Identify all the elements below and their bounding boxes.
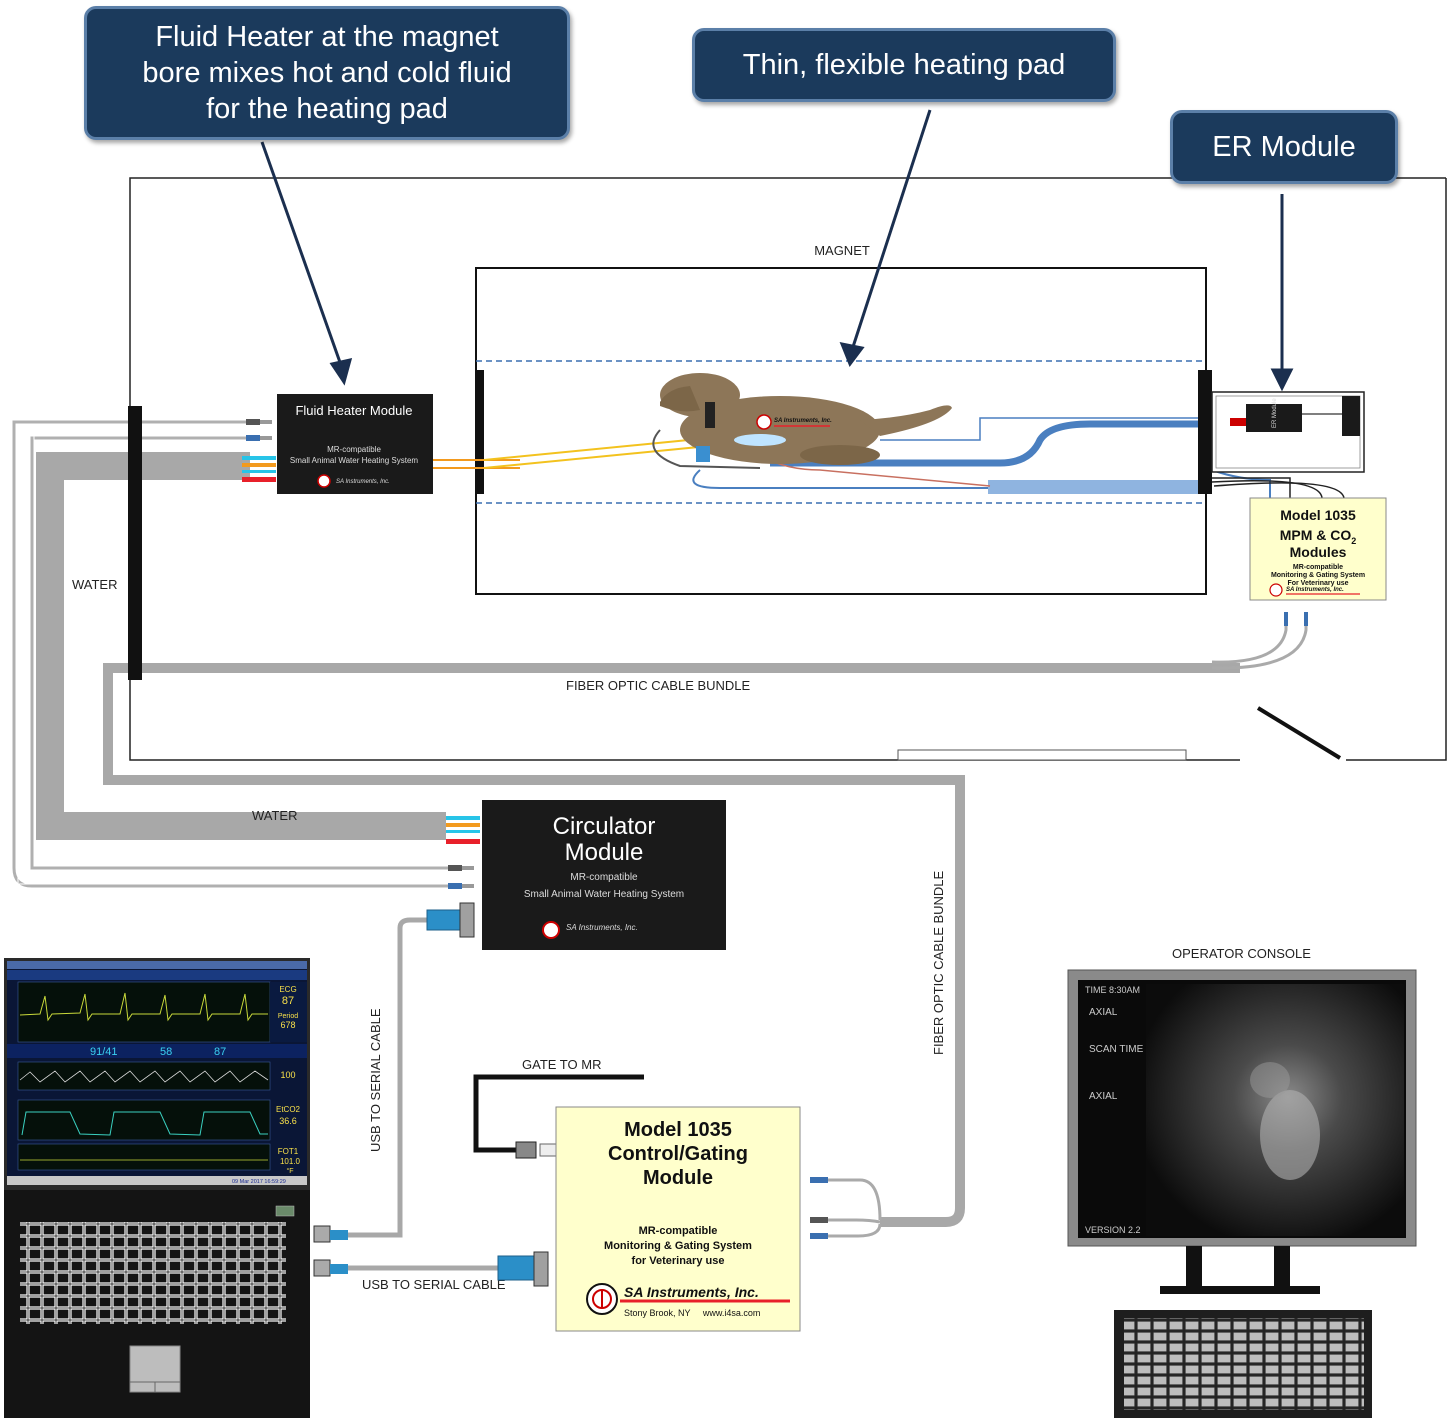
- control-line4: MR-compatible: [639, 1225, 718, 1237]
- mpm-line1: Model 1035: [1280, 507, 1356, 523]
- mpm-line2: MPM & CO2: [1280, 527, 1357, 546]
- water-label-2: WATER: [252, 808, 298, 823]
- mpm-line3: Modules: [1290, 544, 1347, 560]
- hr-value: 87: [214, 1046, 226, 1058]
- callout-fluid-heater-text: Fluid Heater at the magnet bore mixes ho…: [142, 21, 512, 125]
- co2-trace: [21, 1111, 268, 1136]
- operator-console-label: OPERATOR CONSOLE: [1172, 946, 1311, 961]
- er-module-enclosure: ER Module: [1211, 391, 1365, 473]
- fiber-optic-bundle: [103, 618, 1308, 1238]
- period-label: Period: [278, 1013, 298, 1020]
- control-gating-module: Model 1035 Control/Gating Module MR-comp…: [555, 1106, 801, 1332]
- door-line: [1256, 706, 1342, 760]
- patient-lines: [433, 417, 1345, 499]
- ecg-label: ECG: [279, 985, 296, 994]
- console-time: TIME 8:30AM: [1085, 985, 1140, 995]
- mpm-line5: Monitoring & Gating System: [1271, 572, 1365, 579]
- control-line5: Monitoring & Gating System: [604, 1240, 752, 1252]
- control-address: Stony Brook, NY www.i4sa.com: [624, 1308, 760, 1318]
- map-value: 58: [160, 1046, 172, 1058]
- sa-logo-icon: [317, 474, 331, 488]
- operator-console: TIME 8:30AM AXIAL SCAN TIME AXIAL VERSIO…: [1067, 969, 1417, 1418]
- control-line3: Module: [643, 1167, 713, 1189]
- magnet-label: MAGNET: [814, 243, 870, 258]
- fot-label: FOT1: [278, 1147, 299, 1156]
- fiber-bundle-vertical-label: FIBER OPTIC CABLE BUNDLE: [931, 870, 946, 1055]
- fluid-heater-title: Fluid Heater Module: [295, 403, 412, 418]
- control-line6: for Veterinary use: [632, 1255, 725, 1267]
- circulator-line1: MR-compatible: [570, 872, 638, 883]
- callout-arrows: [260, 109, 1294, 392]
- fluid-heater-module: Fluid Heater Module MR-compatible Small …: [277, 394, 433, 494]
- console-stand: [1186, 1246, 1202, 1290]
- usb-serial-cables: [313, 902, 549, 1287]
- console-version: VERSION 2.2: [1085, 1225, 1141, 1235]
- status-time: 09 Mar 2017 16:59:29: [232, 1179, 286, 1185]
- sa-logo-icon: [1269, 583, 1283, 597]
- mpm-brand: SA Instruments, Inc.: [1286, 587, 1344, 593]
- console-axial-1: AXIAL: [1089, 1007, 1118, 1018]
- resp-trace: [19, 1070, 269, 1083]
- callout-heating-pad: Thin, flexible heating pad: [692, 28, 1116, 102]
- gate-to-mr-label: GATE TO MR: [522, 1057, 601, 1072]
- fiber-connectors: [810, 612, 1308, 1239]
- control-brand: SA Instruments, Inc.: [624, 1284, 759, 1300]
- control-line2: Control/Gating: [608, 1143, 748, 1165]
- etco2-label: EtCO2: [276, 1105, 301, 1114]
- magnet: MAGNET: [475, 243, 1207, 595]
- laptop: ECG 87 Period 678 91/41 58 87 100 EtCO2 …: [4, 958, 310, 1418]
- callout-er-module: ER Module: [1170, 110, 1398, 184]
- circulator-title-1: Circulator: [553, 813, 656, 840]
- usb-serial-horizontal-label: USB TO SERIAL CABLE: [362, 1277, 506, 1292]
- penetration-panel: [128, 406, 142, 680]
- fot-value: 101.0: [280, 1157, 301, 1166]
- pad-brand: SA Instruments, Inc.: [774, 418, 832, 424]
- sa-logo-icon: [542, 921, 560, 939]
- fluid-heater-brand: SA Instruments, Inc.: [336, 479, 390, 485]
- mpm-co2-module: Model 1035 MPM & CO2 Modules MR-compatib…: [1249, 497, 1387, 601]
- ecg-value: 87: [282, 995, 294, 1007]
- mpm-line6: For Veterinary use: [1287, 580, 1348, 587]
- spo2-value: 100: [280, 1070, 295, 1080]
- hot-cold-lines-circulator: [446, 816, 480, 844]
- sa-logo-icon: [756, 414, 772, 430]
- etco2-value: 36.6: [279, 1116, 297, 1126]
- usb-serial-vertical-label: USB TO SERIAL CABLE: [368, 1008, 383, 1152]
- ecg-trace: [19, 992, 268, 1022]
- laptop-keyboard: [20, 1222, 286, 1324]
- circulator-line2: Small Animal Water Heating System: [524, 889, 684, 900]
- er-module-box-label: ER Module: [1272, 398, 1278, 428]
- period-value: 678: [280, 1020, 295, 1030]
- fluid-heater-line2: Small Animal Water Heating System: [290, 456, 419, 465]
- magnet-end-panel: [1198, 370, 1212, 494]
- console-scan-time: SCAN TIME: [1089, 1044, 1144, 1055]
- tube-connectors: [246, 419, 474, 889]
- hot-cold-lines-heater: [242, 456, 276, 482]
- callout-fluid-heater: Fluid Heater at the magnet bore mixes ho…: [84, 6, 570, 140]
- fiber-bundle-label: FIBER OPTIC CABLE BUNDLE: [566, 678, 751, 693]
- control-line1: Model 1035: [624, 1119, 732, 1141]
- circulator-brand: SA Instruments, Inc.: [566, 923, 638, 932]
- mpm-line4: MR-compatible: [1293, 564, 1343, 571]
- water-label-1: WATER: [72, 577, 118, 592]
- callout-er-module-text: ER Module: [1212, 130, 1356, 163]
- console-axial-2: AXIAL: [1089, 1091, 1118, 1102]
- fluid-heater-line1: MR-compatible: [327, 445, 381, 454]
- circulator-module: Circulator Module MR-compatible Small An…: [482, 800, 726, 950]
- gate-to-mr-cable: [473, 1074, 644, 1159]
- fot-unit: °F: [286, 1167, 293, 1175]
- dog-patient: SA Instruments, Inc.: [660, 373, 952, 465]
- circulator-title-2: Module: [565, 839, 644, 866]
- nibp-values: 91/41: [90, 1046, 118, 1058]
- callout-heating-pad-text: Thin, flexible heating pad: [742, 48, 1066, 81]
